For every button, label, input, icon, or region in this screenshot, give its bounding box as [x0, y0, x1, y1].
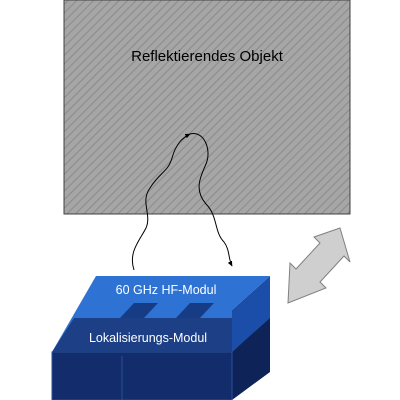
- radio-waves: [132, 133, 233, 271]
- module-stack: 60 GHz HF-Modul Lokalisierungs-Modul: [51, 276, 270, 400]
- hf-module-label: 60 GHz HF-Modul: [116, 283, 217, 297]
- double-headed-arrow-icon: [287, 227, 351, 304]
- reflecting-object-box: [63, 0, 351, 215]
- localization-module-label: Lokalisierungs-Modul: [89, 331, 207, 345]
- localization-module-front: [52, 352, 232, 400]
- hf-module-notch-right: [176, 303, 214, 318]
- reflecting-object: Reflektierendes Objekt: [63, 0, 351, 215]
- hf-module-side: [232, 276, 270, 352]
- hf-module-notch-left: [120, 303, 158, 318]
- distance-arrow: [287, 227, 351, 304]
- incident-wave: [132, 133, 191, 271]
- reflecting-object-label: Reflektierendes Objekt: [131, 48, 284, 65]
- localization-module-side: [232, 316, 270, 400]
- localization-module-top: [52, 318, 232, 352]
- reflected-wave: [189, 133, 233, 267]
